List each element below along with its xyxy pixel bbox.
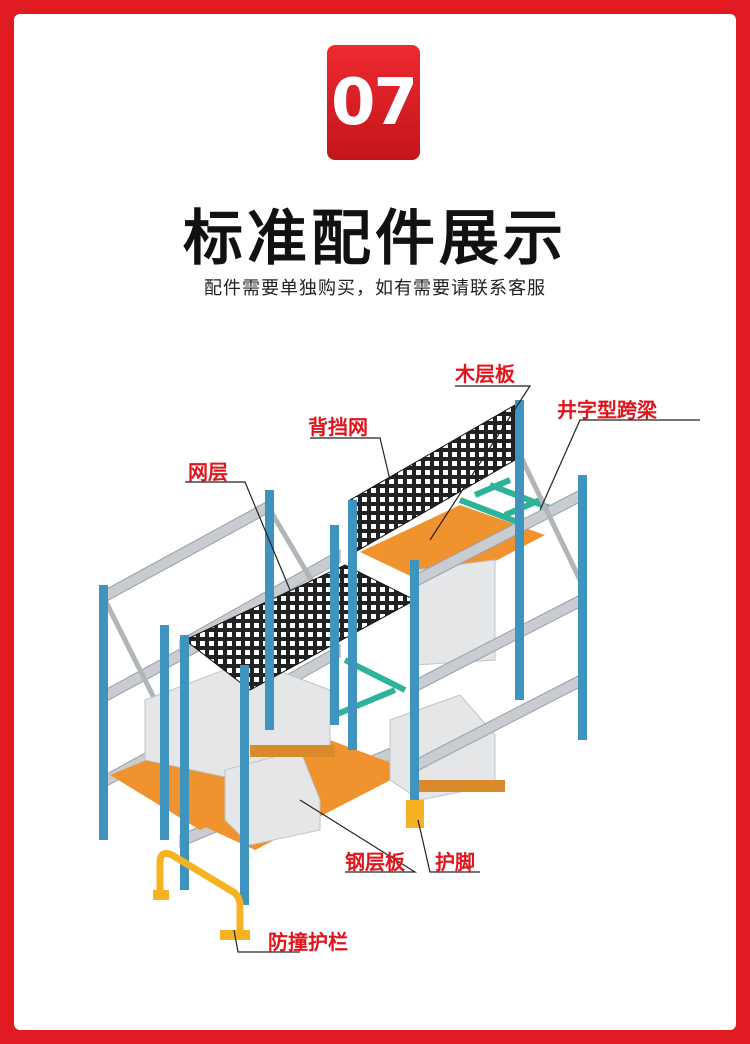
label-cross-beam: 井字型跨梁 xyxy=(557,398,657,422)
wood-deck xyxy=(360,505,545,590)
guard-rail xyxy=(156,850,244,930)
section-number-badge: 07 xyxy=(327,45,420,160)
label-guard-rail: 防撞护栏 xyxy=(268,930,348,954)
label-foot-guard: 护脚 xyxy=(435,850,475,874)
page-title: 标准配件展示 xyxy=(183,204,567,274)
uprights xyxy=(99,400,587,905)
label-mesh-deck: 网层 xyxy=(188,460,228,484)
label-wood-deck: 木层板 xyxy=(455,362,515,386)
foot-guard xyxy=(406,800,424,828)
label-back-mesh: 背挡网 xyxy=(308,415,368,439)
label-steel-deck: 钢层板 xyxy=(345,850,405,874)
page-subtitle: 配件需要单独购买，如有需要请联系客服 xyxy=(204,278,546,299)
pallets xyxy=(250,745,505,792)
